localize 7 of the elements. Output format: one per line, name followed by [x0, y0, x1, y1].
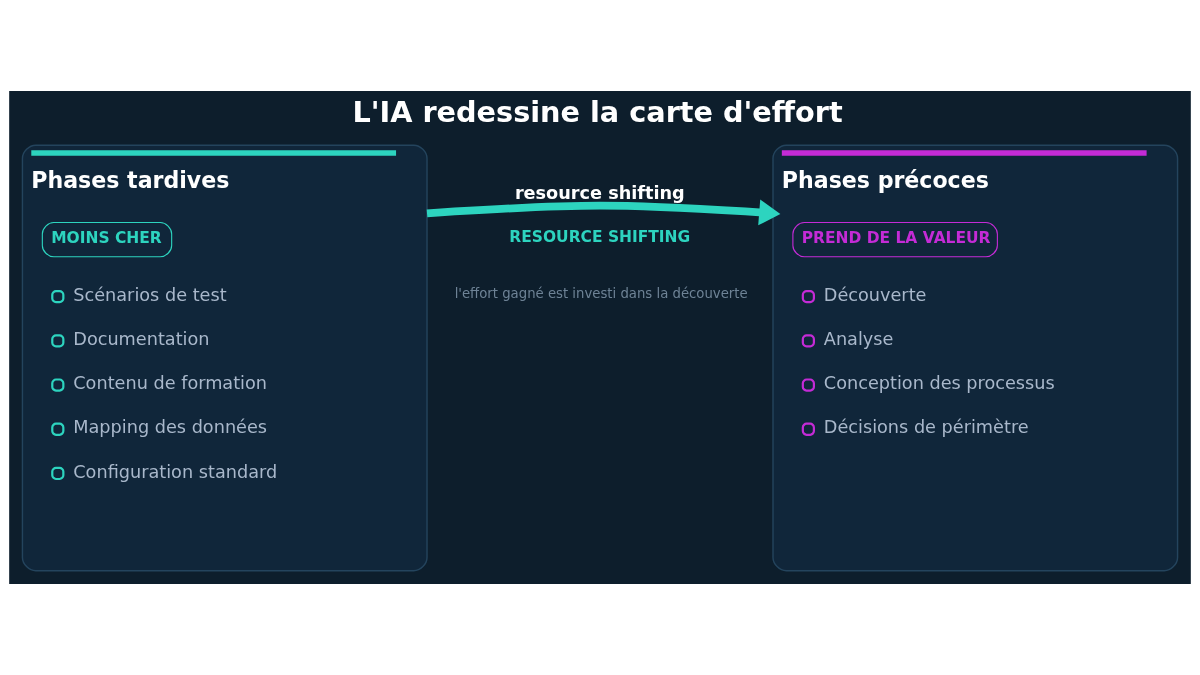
edge-label: resource shifting — [514, 183, 685, 204]
node-box: PREND DE LA VALEUR — [792, 222, 998, 258]
label: l'effort gagné est investi dans la découverte — [454, 285, 748, 301]
node-box: MOINS CHER — [41, 222, 173, 258]
diagram-title: L'IA redessine la carte d'effort — [352, 94, 843, 129]
arrow — [426, 199, 781, 226]
label: RESOURCE SHIFTING — [509, 228, 691, 247]
